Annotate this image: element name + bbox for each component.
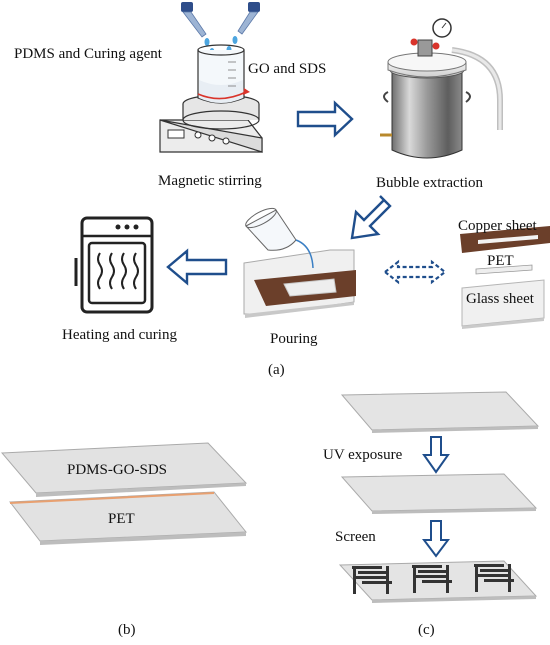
label-glass-sheet: Glass sheet (466, 291, 535, 307)
beaker-icon (197, 44, 250, 104)
label-pet: PET (487, 253, 514, 269)
label-pdms-go-sds: PDMS-GO-SDS (67, 462, 167, 478)
dropper-right-icon (226, 2, 260, 54)
caption-a: (a) (268, 362, 285, 378)
pouring-assembly-icon (243, 207, 356, 318)
pet-sheet-icon (475, 264, 533, 275)
arrow-down-uv-icon (422, 436, 450, 474)
caption-c: (c) (418, 622, 435, 638)
arrow-right-icon (296, 100, 354, 138)
arrow-left-icon (166, 248, 228, 286)
pet-layer-icon (9, 491, 248, 545)
arrow-down-left-icon (350, 195, 392, 240)
label-pdms-curing-agent: PDMS and Curing agent (14, 46, 163, 62)
dropper-left-icon (181, 2, 215, 56)
label-heating-curing: Heating and curing (62, 327, 177, 343)
film-after-uv-icon (340, 473, 538, 514)
patterned-electrodes-icon (338, 560, 538, 603)
arrow-down-screen-icon (422, 520, 450, 558)
label-pouring: Pouring (270, 331, 318, 347)
oven-icon (74, 216, 154, 314)
label-uv-exposure: UV exposure (323, 447, 403, 463)
label-screen: Screen (335, 529, 376, 545)
film-before-uv-icon (340, 391, 540, 433)
label-copper-sheet: Copper sheet (458, 218, 538, 234)
glass-sheet-icon (461, 279, 545, 329)
label-bubble-extraction: Bubble extraction (376, 175, 484, 191)
magnetic-stirrer-icon (159, 94, 263, 153)
label-go-sds: GO and SDS (248, 61, 326, 77)
pdms-go-sds-layer-icon (0, 442, 248, 497)
label-pet-layer: PET (108, 511, 135, 527)
vacuum-chamber-icon (380, 18, 503, 159)
double-arrow-dashed-icon (383, 259, 447, 285)
copper-sheet-icon (460, 226, 550, 253)
label-magnetic-stirring: Magnetic stirring (158, 173, 262, 189)
caption-b: (b) (118, 622, 136, 638)
